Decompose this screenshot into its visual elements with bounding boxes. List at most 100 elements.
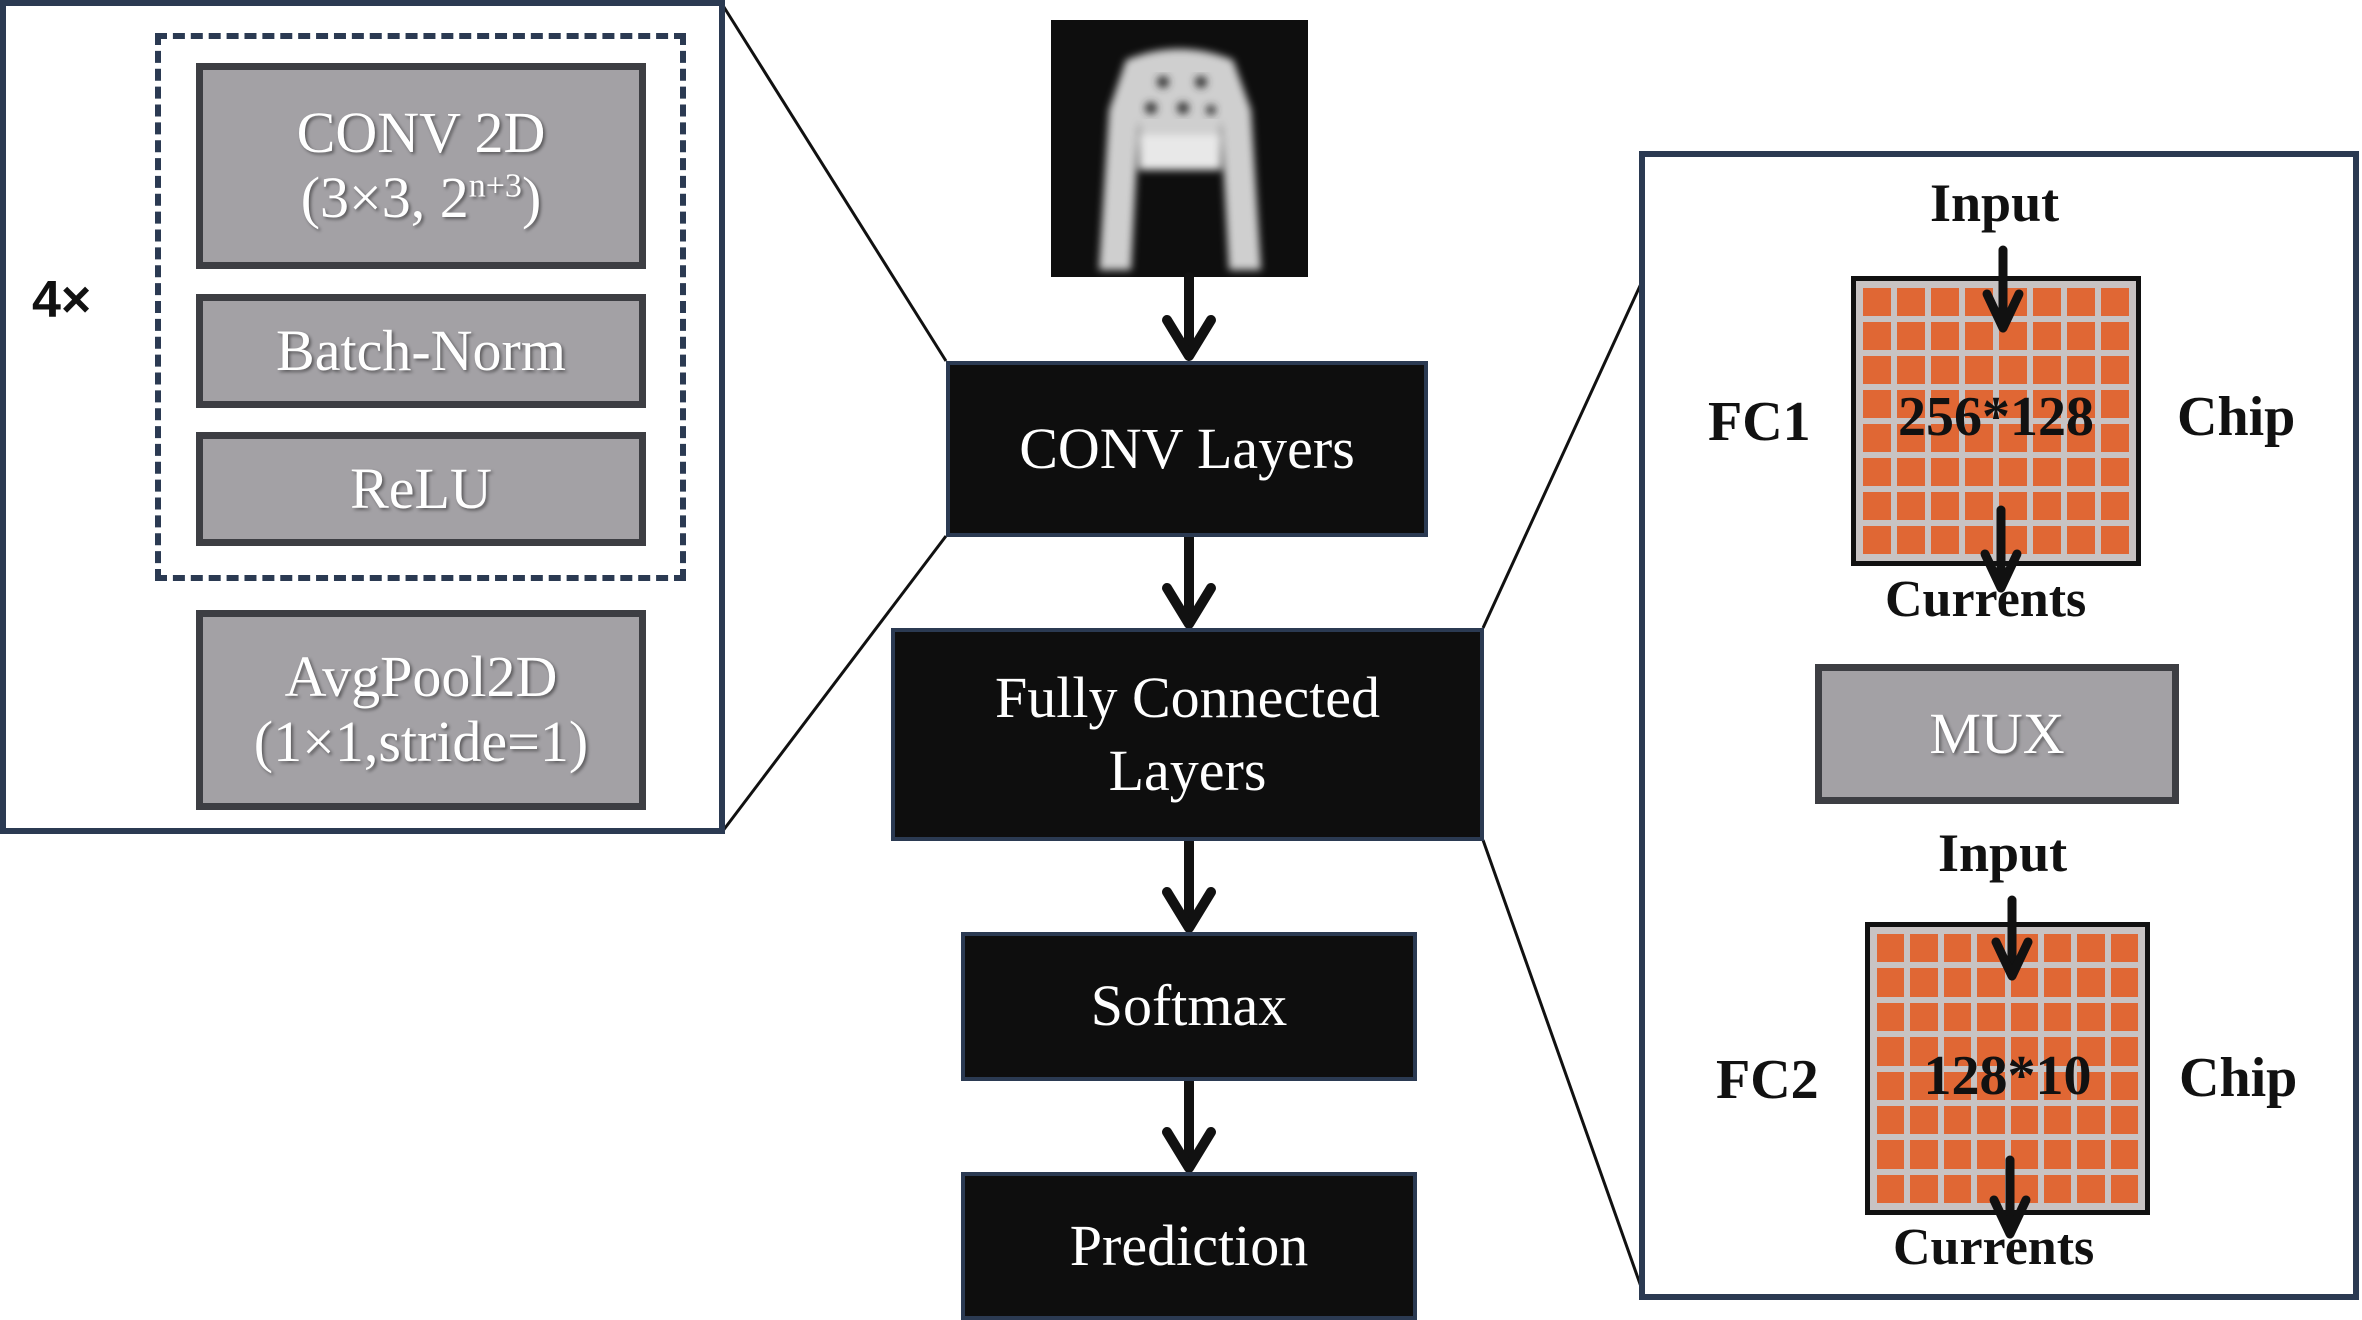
chip-cell [2010,1105,2038,1135]
chip-cell [1931,424,1959,452]
chip-cell [1897,356,1925,384]
arrowhead [1162,583,1216,629]
chip-cell [1977,1105,2005,1135]
conv2d-block: CONV 2D (3×3, 2n+3) [196,63,646,269]
chip-cell [2110,1002,2138,1032]
chip-cell [1897,458,1925,486]
chip-cell [2043,1174,2072,1203]
callout-line-conv-top [720,3,948,362]
chip-cell [1931,322,1959,350]
chip2-name-label: FC2 [1716,1049,1819,1111]
chip-cell [2101,458,2129,486]
chip-cell [2110,1105,2138,1135]
chip-cell [2010,1002,2038,1032]
chip-cell [1910,1174,1938,1203]
chip-cell [2077,1174,2105,1203]
sweater-icon [1099,49,1261,270]
avgpool-label: AvgPool2D [284,644,558,710]
chip-cell [2077,934,2105,963]
chip-cell [2077,968,2105,997]
callout-line-fc-top [1481,274,1647,629]
chip1-output-label: Currents [1885,571,2087,628]
chip-cell [1965,492,1993,520]
callout-line-fc-bottom [1481,839,1647,1299]
chip-cell [1877,1105,1905,1135]
chip-cell [2043,968,2072,997]
chip-cell [1977,968,2005,997]
chip-cell [1965,390,1993,418]
chip-cell [1943,1174,1972,1203]
arrowhead [1162,1127,1216,1173]
chip-cell [1910,1105,1938,1135]
chip-cell [1910,1140,1938,1169]
chip-cell [2033,492,2061,520]
chip-cell [2043,1140,2072,1169]
chip-cell [1943,1037,1972,1066]
chip-cell [1910,1071,1938,1100]
chip-cell [1965,424,1993,452]
conv-layers-label: CONV Layers [1019,415,1355,481]
chip-cell [1877,1140,1905,1169]
batch-norm-block: Batch-Norm [196,294,646,408]
chip-cell [2110,1140,2138,1169]
chip-cell [2110,1037,2138,1066]
chip1-size-label: 256*128 [1898,386,2094,448]
chip-cell [1931,458,1959,486]
chip-cell [2077,1037,2105,1066]
arrowhead [1989,1195,2031,1239]
chip-cell [1877,934,1905,963]
chip-cell [2067,526,2095,554]
chip-cell [1977,1037,2005,1066]
repeat-group-box [155,33,686,581]
chip-cell [2077,1140,2105,1169]
chip-cell [1931,356,1959,384]
chip-cell [1897,424,1925,452]
chip-cell [2101,424,2129,452]
chip-cell [2043,1105,2072,1135]
chip-cell [2043,934,2072,963]
chip-cell [2067,390,2095,418]
repeat-count-label: 4× [32,271,92,329]
chip-cell [1965,356,1993,384]
chip-cell [1863,390,1891,418]
chip-cell [2067,288,2095,316]
chip-cell [2077,1002,2105,1032]
chip-cell [1931,288,1959,316]
chip-cell [1877,1174,1905,1203]
softmax-block: Softmax [961,932,1417,1081]
chip-cell [2043,1002,2072,1032]
chip2-side-label: Chip [2179,1047,2298,1109]
softmax-label: Softmax [1090,973,1288,1039]
relu-block: ReLU [196,432,646,546]
chip-cell [1897,322,1925,350]
chip-cell [1965,322,1993,350]
input-clothing-image [1051,20,1308,277]
chip-cell [2043,1037,2072,1066]
chip-cell [1910,934,1938,963]
avgpool-block: AvgPool2D (1×1,stride=1) [196,610,646,810]
chip-cell [2067,492,2095,520]
chip-cell [1910,1037,1938,1066]
chip1-side-label: Chip [2177,386,2296,448]
conv2d-params: (3×3, 2n+3) [300,165,542,230]
chip-cell [2010,1071,2038,1100]
chip-cell [2101,322,2129,350]
chip-cell [1999,424,2027,452]
chip-cell [1943,1071,1972,1100]
relu-label: ReLU [350,455,492,521]
chip-cell [1863,322,1891,350]
chip-cell [2010,1037,2038,1066]
chip-cell [1897,526,1925,554]
chip-cell [2067,424,2095,452]
chip-cell [1943,1002,1972,1032]
chip1-name-label: FC1 [1708,391,1811,453]
chip-cell [2101,390,2129,418]
chip-cell [1999,458,2027,486]
chip-cell [2033,424,2061,452]
avgpool-params: (1×1,stride=1) [253,709,589,774]
chip-cell [1877,968,1905,997]
chip-cell [2110,1174,2138,1203]
